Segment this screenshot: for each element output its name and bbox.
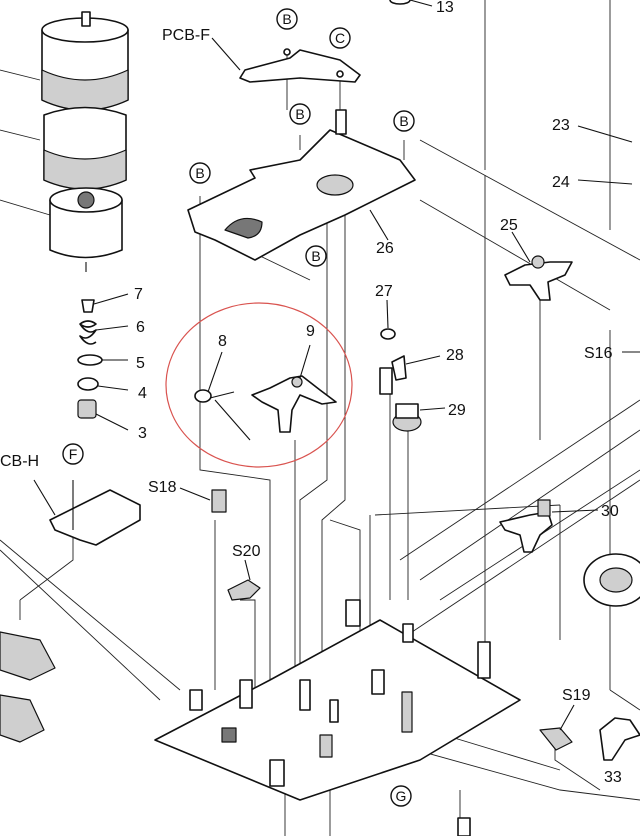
label-23: 23	[552, 117, 570, 134]
label-24: 24	[552, 174, 570, 191]
svg-text:B: B	[295, 106, 304, 122]
label-33: 33	[604, 769, 622, 786]
svg-text:PCB-F: PCB-F	[162, 27, 210, 44]
label-8: 8	[218, 333, 227, 350]
label-pcb-f: PCB-F	[162, 27, 210, 44]
label-pcb-h: CB-H	[0, 453, 39, 470]
label-7: 7	[134, 286, 143, 303]
label-9: 9	[306, 323, 315, 340]
pcb-f-board	[211, 37, 361, 83]
bubble-f: F	[62, 443, 84, 465]
label-27: 27	[375, 283, 393, 300]
label-5: 5	[136, 355, 145, 372]
part-26-board	[187, 109, 416, 261]
svg-text:4: 4	[138, 385, 147, 402]
part-6-spring	[79, 320, 129, 345]
label-s16: S16	[584, 345, 613, 362]
svg-text:S19: S19	[562, 687, 591, 704]
gear-wheel	[583, 553, 640, 607]
svg-text:3: 3	[138, 425, 147, 442]
bubble-c: C	[329, 27, 351, 49]
svg-text:S18: S18	[148, 479, 177, 496]
label-4: 4	[138, 385, 147, 402]
label-13: 13	[436, 0, 454, 16]
svg-text:5: 5	[136, 355, 145, 372]
svg-text:B: B	[311, 248, 320, 264]
bottom-screw	[457, 817, 471, 836]
svg-text:9: 9	[306, 323, 315, 340]
label-3: 3	[138, 425, 147, 442]
left-connectors	[0, 631, 56, 743]
label-29: 29	[448, 402, 466, 419]
switch-s18	[179, 487, 227, 513]
part-29-pulley	[392, 403, 446, 432]
svg-text:25: 25	[500, 217, 518, 234]
svg-text:S20: S20	[232, 543, 261, 560]
part-25-arm	[504, 231, 573, 301]
svg-text:30: 30	[601, 503, 619, 520]
part-7-screw	[81, 293, 129, 313]
label-s18: S18	[148, 479, 177, 496]
part-3-gear	[77, 399, 129, 431]
part-27-screw	[380, 299, 396, 340]
svg-text:26: 26	[376, 240, 394, 257]
label-6: 6	[136, 319, 145, 336]
svg-text:B: B	[399, 113, 408, 129]
svg-text:28: 28	[446, 347, 464, 364]
svg-text:F: F	[69, 446, 78, 462]
svg-text:8: 8	[218, 333, 227, 350]
label-30: 30	[601, 503, 619, 520]
part-33-arm	[599, 717, 640, 761]
svg-text:6: 6	[136, 319, 145, 336]
svg-text:23: 23	[552, 117, 570, 134]
svg-text:CB-H: CB-H	[0, 453, 39, 470]
svg-text:13: 13	[436, 0, 454, 16]
svg-text:7: 7	[134, 286, 143, 303]
part-4-ring	[77, 377, 129, 391]
switch-s20	[227, 559, 261, 601]
label-s19: S19	[562, 687, 591, 704]
part-30-arm	[499, 499, 599, 553]
leader-lines	[577, 125, 640, 353]
svg-text:B: B	[195, 165, 204, 181]
pcb-h-board	[33, 479, 141, 546]
svg-text:24: 24	[552, 174, 570, 191]
part-5-washer	[77, 354, 128, 366]
part-13-screw	[389, 0, 433, 7]
svg-text:G: G	[396, 788, 407, 804]
switch-s19	[539, 704, 575, 751]
label-s20: S20	[232, 543, 261, 560]
bubble-b-left: B	[189, 162, 211, 184]
svg-text:27: 27	[375, 283, 393, 300]
bubble-b-lower: B	[305, 245, 327, 267]
bubble-b-mid: B	[289, 103, 311, 125]
label-28: 28	[446, 347, 464, 364]
bubble-g: G	[390, 785, 412, 807]
motor-assembly	[41, 11, 129, 272]
part-8-spring	[194, 351, 251, 441]
label-26: 26	[376, 240, 394, 257]
label-25: 25	[500, 217, 518, 234]
svg-text:S16: S16	[584, 345, 613, 362]
bubble-b-top: B	[276, 8, 298, 30]
highlight-circle	[165, 302, 353, 468]
bubble-b-right: B	[393, 110, 415, 132]
svg-text:29: 29	[448, 402, 466, 419]
part-28-bracket	[379, 355, 441, 395]
svg-text:B: B	[282, 11, 291, 27]
part-9-lever	[251, 344, 337, 433]
svg-text:33: 33	[604, 769, 622, 786]
main-chassis	[154, 599, 521, 801]
svg-text:C: C	[335, 30, 345, 46]
